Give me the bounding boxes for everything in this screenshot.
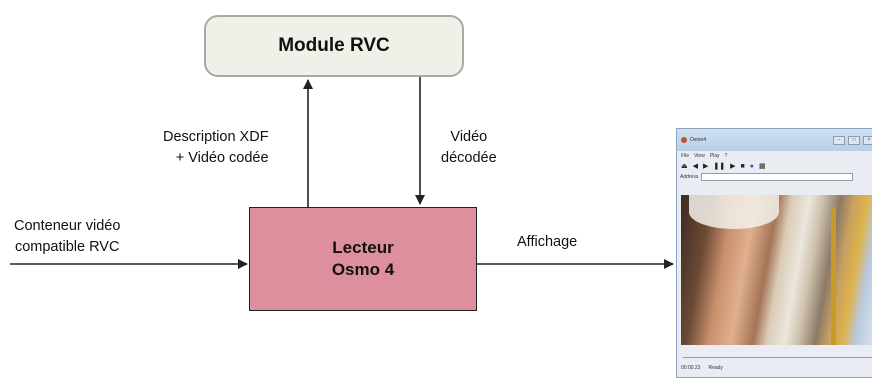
menu-play[interactable]: Play — [709, 152, 720, 159]
status-text: Ready — [708, 365, 723, 371]
lecteur-label-line2: Osmo 4 — [331, 260, 395, 279]
menu-help[interactable]: ? — [724, 152, 728, 159]
affichage-label: Affichage — [517, 234, 578, 250]
app-icon — [681, 137, 687, 143]
address-bar: Address — [677, 172, 872, 181]
video-decodee-label: Vidéo décodée — [441, 129, 497, 166]
player-menubar: File View Play ? — [677, 151, 872, 160]
maximize-icon[interactable]: □ — [848, 135, 860, 145]
stop-icon[interactable]: ■ — [740, 162, 745, 170]
conteneur-video-label: Conteneur vidéo compatible RVC — [14, 218, 121, 255]
osmo4-player-window: Osmo4 – □ × File View Play ? ⏏ ◀ ▶ ❚❚ ▶ … — [676, 128, 872, 378]
settings-icon[interactable]: ▦ — [759, 163, 766, 170]
open-icon[interactable]: ⏏ — [681, 163, 688, 170]
player-title: Osmo4 — [690, 137, 707, 143]
info-icon[interactable]: ● — [749, 162, 754, 170]
forward-icon[interactable]: ▶ — [703, 163, 709, 170]
pause-icon[interactable]: ❚❚ — [713, 163, 726, 170]
video-helmet-shape — [689, 195, 779, 229]
close-icon[interactable]: × — [863, 135, 872, 145]
menu-file[interactable]: File — [681, 152, 690, 159]
lecteur-osmo4-box: Lecteur Osmo 4 — [249, 207, 477, 311]
back-icon[interactable]: ◀ — [692, 163, 699, 170]
menu-view[interactable]: View — [694, 152, 705, 159]
time-readout: 00:00.23 — [681, 365, 701, 371]
play-icon[interactable]: ▶ — [730, 163, 736, 170]
player-toolbar: ⏏ ◀ ▶ ❚❚ ▶ ■ ● ▦ — [677, 160, 872, 172]
player-titlebar: Osmo4 – □ × — [677, 129, 872, 151]
minimize-icon[interactable]: – — [833, 135, 845, 145]
address-field[interactable] — [701, 172, 854, 181]
module-rvc-label: Module RVC — [278, 35, 390, 56]
status-bar: 00:00.23 Ready — [681, 365, 723, 371]
video-frame — [681, 195, 872, 345]
address-label: Address — [680, 173, 699, 180]
lecteur-label-line1: Lecteur — [332, 238, 394, 257]
seek-bar[interactable] — [683, 351, 872, 358]
video-crane-shape — [831, 207, 836, 345]
description-xdf-label: Description XDF + Vidéo codée — [163, 129, 269, 166]
module-rvc-box: Module RVC — [204, 15, 464, 77]
